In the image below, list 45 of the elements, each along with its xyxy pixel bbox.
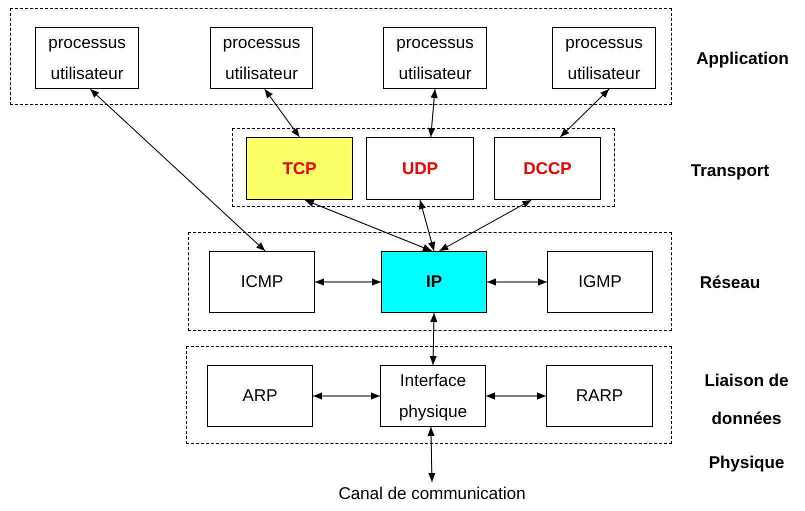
arrow — [428, 88, 438, 138]
protocol-box — [381, 251, 487, 313]
arrow — [430, 312, 438, 366]
arrow — [427, 426, 436, 482]
protocol-box — [383, 27, 487, 89]
box-label: ICMP — [240, 272, 284, 292]
protocol-box — [35, 27, 139, 89]
arrow — [304, 200, 432, 252]
protocol-box — [547, 251, 653, 313]
protocol-box — [210, 27, 313, 89]
protocol-box — [246, 137, 353, 200]
arrow — [560, 88, 610, 138]
box-label: IP — [426, 272, 442, 292]
protocol-box — [546, 365, 653, 427]
layer-heading: Transport — [690, 160, 770, 182]
box-label: UDP — [402, 158, 438, 178]
arrow — [312, 392, 380, 400]
layer-heading: Application — [695, 48, 790, 70]
protocol-box — [209, 251, 315, 313]
arrow — [90, 88, 266, 252]
protocol-box — [207, 365, 313, 427]
arrow — [486, 278, 548, 286]
box-label: processus utilisateur — [395, 32, 475, 85]
protocol-box — [366, 137, 474, 200]
box-label: processus utilisateur — [47, 32, 127, 85]
box-label: DCCP — [523, 158, 572, 178]
protocol-box — [380, 365, 486, 427]
arrow — [264, 88, 300, 138]
box-label: processus utilisateur — [222, 32, 302, 85]
box-label: Interface physique — [398, 370, 468, 423]
arrow — [418, 200, 436, 252]
arrow — [314, 278, 382, 286]
arrow — [438, 200, 532, 252]
protocol-box — [494, 137, 601, 200]
channel-label: Canal de communication — [312, 482, 552, 506]
box-label: TCP — [282, 158, 316, 178]
box-label: ARP — [242, 386, 278, 406]
protocol-box — [552, 27, 656, 89]
box-label: processus utilisateur — [564, 32, 644, 85]
layer-heading: Physique — [708, 452, 786, 474]
box-label: IGMP — [578, 272, 622, 292]
box-label: RARP — [576, 386, 624, 406]
arrow — [486, 392, 546, 400]
layer-heading: Réseau — [698, 272, 762, 294]
layer-heading: Liaison de données — [703, 370, 790, 430]
